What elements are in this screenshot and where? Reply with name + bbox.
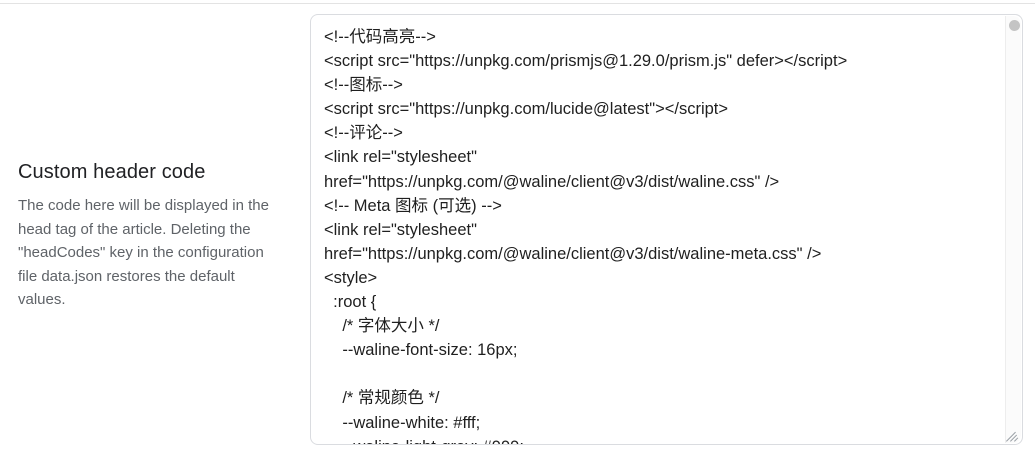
scrollbar-thumb[interactable] [1008,20,1020,31]
custom-header-code-field[interactable]: <!--代码高亮--> <script src="https://unpkg.c… [310,14,1023,445]
code-textarea[interactable]: <!--代码高亮--> <script src="https://unpkg.c… [310,14,1023,445]
section-divider [0,3,1035,4]
setting-description-column: Custom header code The code here will be… [18,158,298,312]
setting-description: The code here will be displayed in the h… [18,197,269,308]
setting-title: Custom header code [18,161,206,183]
code-textarea-content[interactable]: <!--代码高亮--> <script src="https://unpkg.c… [324,28,848,444]
resize-handle-icon[interactable] [1005,427,1020,442]
code-textarea-scrollbar[interactable] [1005,16,1021,443]
code-scroll-viewport: <!--代码高亮--> <script src="https://unpkg.c… [311,15,1022,444]
